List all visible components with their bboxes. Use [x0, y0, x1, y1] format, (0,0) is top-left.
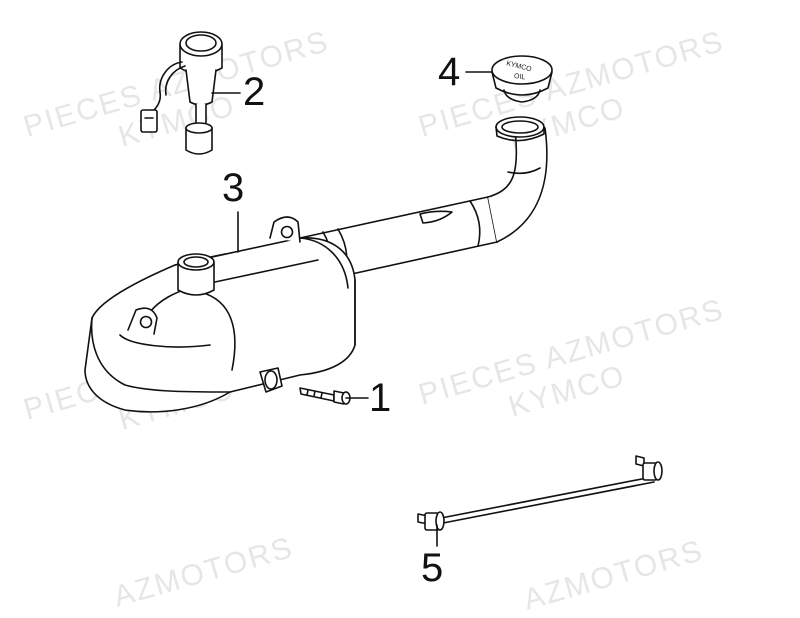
exploded-parts-diagram: KYMCO OIL: [84, 31, 663, 547]
callout-label: 4: [438, 50, 461, 94]
callout-label: 3: [222, 166, 245, 210]
callout-label: 2: [243, 70, 266, 114]
callout-label: 1: [369, 376, 392, 420]
cap-oil-text: OIL: [514, 73, 526, 82]
tank-body: [84, 216, 356, 413]
bolt: [299, 387, 351, 405]
leader-lines: [211, 71, 493, 547]
callout-label: 5: [421, 546, 444, 590]
level-sensor: [140, 31, 223, 155]
oil-filler-cap: KYMCO OIL: [491, 55, 553, 103]
support-rod: [417, 455, 663, 531]
oil-tank-assembly: [84, 116, 548, 413]
